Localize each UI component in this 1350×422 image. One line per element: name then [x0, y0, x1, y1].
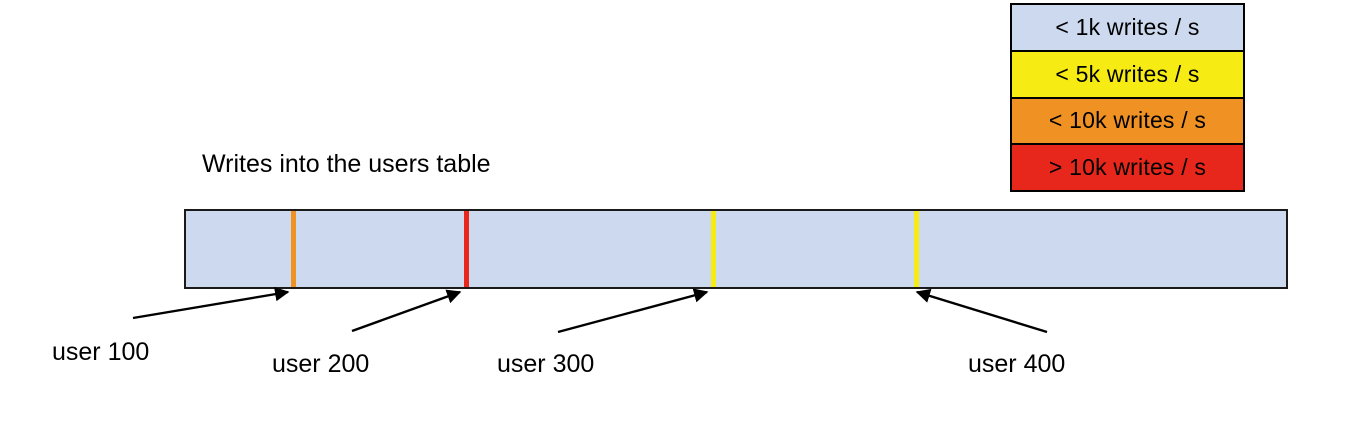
legend-label-under-5k: < 5k writes / s [1055, 60, 1200, 87]
arrow-user-300 [557, 288, 709, 334]
users-table-key-range-bar [184, 209, 1288, 289]
callout-label-user-200: user 200 [272, 350, 370, 378]
legend-row-under-5k: < 5k writes / s [1012, 51, 1243, 99]
legend-label-under-10k: < 10k writes / s [1048, 107, 1207, 134]
legend-label-over-10k: > 10k writes / s [1048, 154, 1207, 181]
legend-label-under-1k: < 1k writes / s [1055, 13, 1200, 40]
callout-label-user-300: user 300 [497, 350, 595, 378]
write-rate-legend: < 1k writes / s < 5k writes / s < 10k wr… [1010, 3, 1245, 192]
hotspot-stripe-user-300 [711, 211, 716, 287]
arrow-user-100 [132, 287, 290, 320]
legend-row-over-10k: > 10k writes / s [1012, 145, 1243, 190]
chart-title: Writes into the users table [202, 150, 491, 178]
arrow-user-400 [915, 288, 1048, 334]
callout-label-user-400: user 400 [968, 350, 1066, 378]
arrow-user-200 [351, 289, 462, 333]
hotspot-stripe-user-100 [291, 211, 296, 287]
callout-label-user-100: user 100 [52, 338, 150, 366]
hotspot-stripe-user-200 [464, 211, 469, 287]
legend-row-under-10k: < 10k writes / s [1012, 98, 1243, 146]
hotspot-stripe-user-400 [914, 211, 919, 287]
legend-row-under-1k: < 1k writes / s [1012, 5, 1243, 52]
